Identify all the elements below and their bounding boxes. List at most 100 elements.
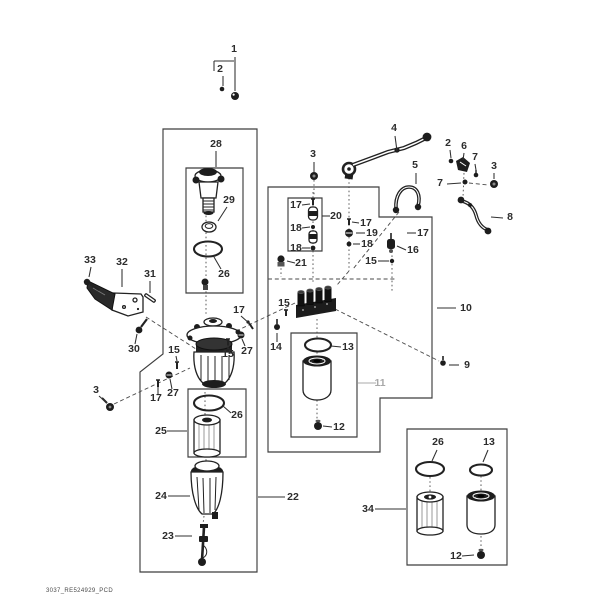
leader-line — [88, 266, 92, 278]
leader-line — [431, 449, 438, 462]
construction-line — [468, 182, 489, 186]
leader-line — [217, 206, 228, 222]
construction-line — [462, 172, 465, 198]
callout-12-47: 12 — [333, 421, 345, 433]
leader-line — [449, 149, 452, 159]
part-24-separator-bowl — [190, 460, 224, 519]
part-11-filter-kit34 — [466, 490, 496, 535]
callout-10-22: 10 — [460, 302, 472, 314]
part-13-oring-kit34 — [468, 463, 494, 477]
callout-17-16: 17 — [360, 217, 372, 229]
construction-line — [336, 270, 350, 286]
callout-15-21: 15 — [365, 255, 377, 267]
callout-17-19: 17 — [417, 227, 429, 239]
box-25-kit — [187, 388, 247, 458]
callout-9-23: 9 — [464, 359, 470, 371]
part-23-drain-valve — [198, 524, 208, 566]
callout-6-6: 6 — [461, 140, 467, 152]
part-21-fitting — [277, 255, 285, 267]
part-15-screw-upper — [226, 338, 230, 346]
part-11-filter — [302, 355, 332, 401]
part-8-hose — [457, 196, 492, 235]
group-box-10 — [267, 186, 433, 453]
leader-line — [462, 152, 465, 161]
part-20-check-valve-kit — [307, 198, 319, 251]
part-27-nut-upper — [237, 331, 245, 339]
callout-26-39: 26 — [218, 268, 230, 280]
callout-30-36: 30 — [128, 343, 140, 355]
callout-13-45: 13 — [342, 341, 354, 353]
part-2-bolt — [219, 86, 225, 92]
part-12-plug-kit11 — [314, 419, 322, 430]
part-26-oring-kit28 — [192, 240, 224, 258]
leader-line — [461, 554, 475, 557]
callout-3-2: 3 — [310, 148, 316, 160]
callout-7-7: 7 — [472, 151, 478, 163]
part-32-bracket — [86, 280, 144, 317]
leader-line — [351, 221, 360, 224]
callout-27-31: 27 — [167, 387, 179, 399]
leader-line — [286, 260, 296, 264]
callout-14-25: 14 — [270, 341, 282, 353]
callout-18-14: 18 — [290, 242, 302, 254]
callout-26-41: 26 — [231, 409, 243, 421]
part-5-hose — [392, 185, 422, 214]
part-9-screw — [440, 356, 446, 366]
part-13-oring-kit11 — [303, 337, 333, 353]
leader-line — [394, 135, 398, 152]
part-28-bottom-fitting — [201, 278, 209, 290]
callout-25-40: 25 — [155, 425, 167, 437]
part-25-filter-element — [193, 414, 221, 458]
construction-line — [145, 316, 197, 350]
leader-line — [490, 216, 504, 219]
part-29-retainer — [201, 221, 217, 233]
callout-16-20: 16 — [407, 244, 419, 256]
part-3-nut-right — [490, 180, 498, 188]
construction-line — [113, 367, 191, 405]
part-6-connector — [456, 157, 470, 172]
part-12-plug-kit34 — [477, 548, 485, 559]
box-11-kit — [290, 332, 358, 438]
part-25-element-kit34 — [416, 491, 444, 536]
callout-3-8: 3 — [491, 160, 497, 172]
leader-line — [284, 308, 287, 314]
callout-8-10: 8 — [507, 211, 513, 223]
part-15-screw-right — [389, 258, 395, 264]
part-31-pin — [144, 293, 156, 303]
leader-line — [396, 245, 407, 251]
part-3-nut-left — [310, 172, 318, 180]
callout-29-38: 29 — [223, 194, 235, 206]
leader-line — [446, 182, 462, 185]
part-14-bolt — [274, 319, 280, 330]
callout-5-4: 5 — [412, 159, 418, 171]
leader-line — [330, 345, 342, 348]
part-16-fitting — [387, 233, 395, 253]
construction-line — [229, 302, 296, 335]
leader-line — [474, 163, 477, 171]
leader-line — [213, 256, 222, 270]
box-34-kit — [406, 428, 508, 566]
part-26-oring-kit25 — [192, 394, 226, 412]
callout-21-15: 21 — [295, 257, 307, 269]
callout-19-17: 19 — [366, 227, 378, 239]
leader-line — [175, 355, 178, 362]
callout-3-32: 3 — [93, 384, 99, 396]
leader-line — [222, 405, 232, 414]
drawing-number: 3037_RE524929_PCD — [46, 588, 113, 594]
part-7-washer — [462, 179, 468, 185]
callout-17-26: 17 — [233, 304, 245, 316]
construction-line — [202, 515, 205, 525]
group-box-22-28 — [139, 128, 258, 573]
box-28-kit — [185, 167, 244, 294]
callout-1-0: 1 — [231, 43, 237, 55]
callout-34-48: 34 — [362, 503, 374, 515]
callout-27-28: 27 — [241, 345, 253, 357]
box-20-kit — [287, 197, 323, 252]
part-2-bolt-right — [448, 158, 454, 164]
callout-20-12: 20 — [330, 210, 342, 222]
leader-line — [241, 338, 246, 347]
filter-head-assembly — [186, 317, 242, 388]
part-7-bolt — [473, 170, 479, 178]
fuel-manifold — [296, 285, 336, 318]
construction-line — [322, 302, 440, 362]
